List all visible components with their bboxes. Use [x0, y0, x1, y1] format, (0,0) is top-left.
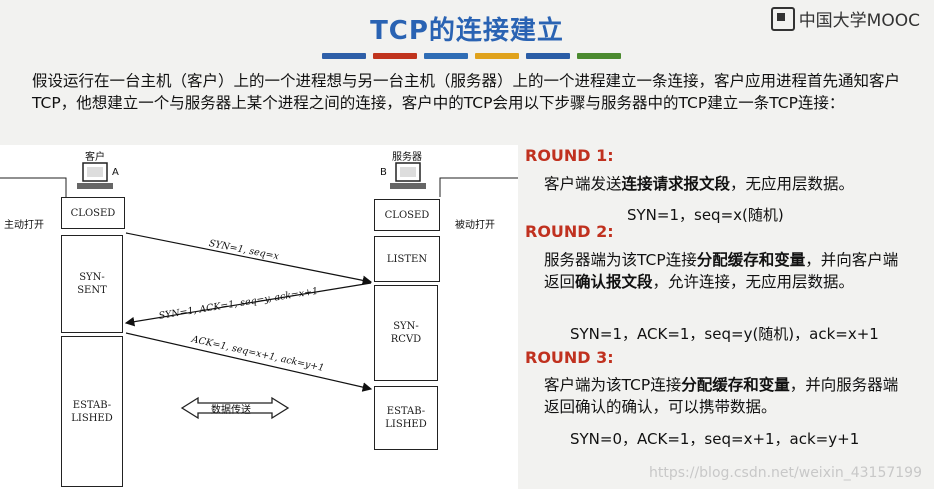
- round-1-formula: SYN=1，seq=x(随机): [627, 206, 784, 224]
- synack-arrow: [124, 282, 372, 327]
- server-state-closed: CLOSED: [374, 199, 440, 231]
- server-state-syn-rcvd: SYN-RCVD: [374, 285, 438, 381]
- server-state-established: ESTAB-LISHED: [374, 386, 438, 450]
- passive-open-label: 被动打开: [455, 220, 495, 231]
- color-bar: [424, 53, 468, 59]
- watermark-url: https://blog.csdn.net/weixin_43157199: [648, 465, 922, 481]
- round-2-formula: SYN=1，ACK=1，seq=y(随机)，ack=x+1: [570, 325, 879, 343]
- ack-arrow: [125, 332, 373, 392]
- client-bracket-line: [0, 177, 67, 197]
- server-letter: B: [380, 167, 387, 178]
- server-computer-icon: [390, 162, 426, 189]
- client-state-established: ESTAB-LISHED: [61, 336, 123, 487]
- slide-title: TCP的连接建立: [370, 16, 564, 46]
- round-2-text: 服务器端为该TCP连接分配缓存和变量，并向客户端返回确认报文段，允许连接，无应用…: [544, 251, 899, 291]
- mooc-logo: 中国大学MOOC: [770, 6, 920, 31]
- mooc-logo-icon: [770, 6, 795, 31]
- color-bar: [577, 53, 621, 59]
- data-transfer-arrow: [180, 396, 290, 420]
- handshake-diagram: 客户 A 服务器 B 主动打开 被动打开 CLOSED SYN-SENT EST…: [0, 145, 518, 489]
- server-label: 服务器: [392, 152, 422, 163]
- active-open-label: 主动打开: [4, 220, 44, 231]
- color-bar: [373, 53, 417, 59]
- round-3-heading: ROUND 3:: [525, 348, 614, 367]
- round-2-heading: ROUND 2:: [525, 222, 614, 241]
- client-state-closed: CLOSED: [61, 197, 125, 229]
- mooc-brand-text: 中国大学MOOC: [798, 11, 920, 31]
- round-1-text: 客户端发送连接请求报文段，无应用层数据。: [544, 175, 855, 193]
- data-transfer-label: 数据传送: [211, 405, 251, 416]
- color-bars: [322, 53, 621, 59]
- client-label: 客户: [85, 152, 105, 163]
- color-bar: [475, 53, 519, 59]
- client-computer-icon: [77, 162, 113, 189]
- server-state-listen: LISTEN: [374, 236, 440, 282]
- syn-arrow: [125, 232, 373, 286]
- handshake-svg: [0, 162, 518, 420]
- color-bar: [526, 53, 570, 59]
- round-3-formula: SYN=0，ACK=1，seq=x+1，ack=y+1: [570, 430, 860, 448]
- round-1-heading: ROUND 1:: [525, 146, 614, 165]
- round-3-text: 客户端为该TCP连接分配缓存和变量，并向服务器端返回确认的确认，可以携带数据。: [544, 376, 899, 416]
- client-state-syn-sent: SYN-SENT: [61, 235, 123, 333]
- server-bracket-line: [439, 177, 518, 197]
- color-bar: [322, 53, 366, 59]
- client-letter: A: [112, 167, 119, 178]
- intro-paragraph: 假设运行在一台主机（客户）上的一个进程想与另一台主机（服务器）上的一个进程建立一…: [32, 72, 901, 112]
